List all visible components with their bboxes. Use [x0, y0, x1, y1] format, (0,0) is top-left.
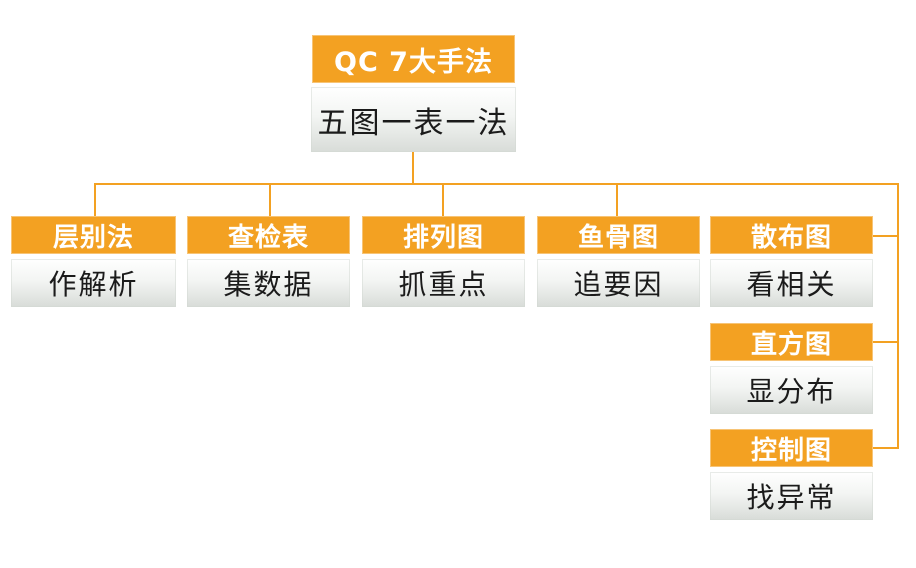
- node-scatter-plot-body: 看相关: [710, 259, 873, 307]
- connector-horizontal-main: [95, 183, 899, 185]
- connector-control-chart: [873, 447, 899, 449]
- connector-drop-stratification: [94, 183, 96, 216]
- root-title: QC 7大手法: [312, 35, 515, 83]
- node-histogram-body: 显分布: [710, 366, 873, 414]
- connector-histogram: [873, 341, 899, 343]
- node-control-chart-header: 控制图: [710, 429, 873, 467]
- node-scatter-plot-header: 散布图: [710, 216, 873, 254]
- node-pareto-chart-header: 排列图: [362, 216, 525, 254]
- connector-drop-check-sheet: [269, 183, 271, 216]
- node-stratification-body: 作解析: [11, 259, 176, 307]
- node-fishbone-header: 鱼骨图: [537, 216, 700, 254]
- connector-scatter-plot: [873, 235, 899, 237]
- connector-drop-fishbone: [616, 183, 618, 216]
- connector-root-stem: [412, 152, 414, 184]
- connector-drop-pareto-chart: [442, 183, 444, 216]
- root-subtitle: 五图一表一法: [311, 87, 516, 152]
- node-control-chart-body: 找异常: [710, 472, 873, 520]
- node-histogram-header: 直方图: [710, 323, 873, 361]
- node-check-sheet-body: 集数据: [187, 259, 350, 307]
- node-fishbone-body: 追要因: [537, 259, 700, 307]
- connector-vertical-right: [897, 183, 899, 449]
- node-check-sheet-header: 查检表: [187, 216, 350, 254]
- node-stratification-header: 层别法: [11, 216, 176, 254]
- node-pareto-chart-body: 抓重点: [362, 259, 525, 307]
